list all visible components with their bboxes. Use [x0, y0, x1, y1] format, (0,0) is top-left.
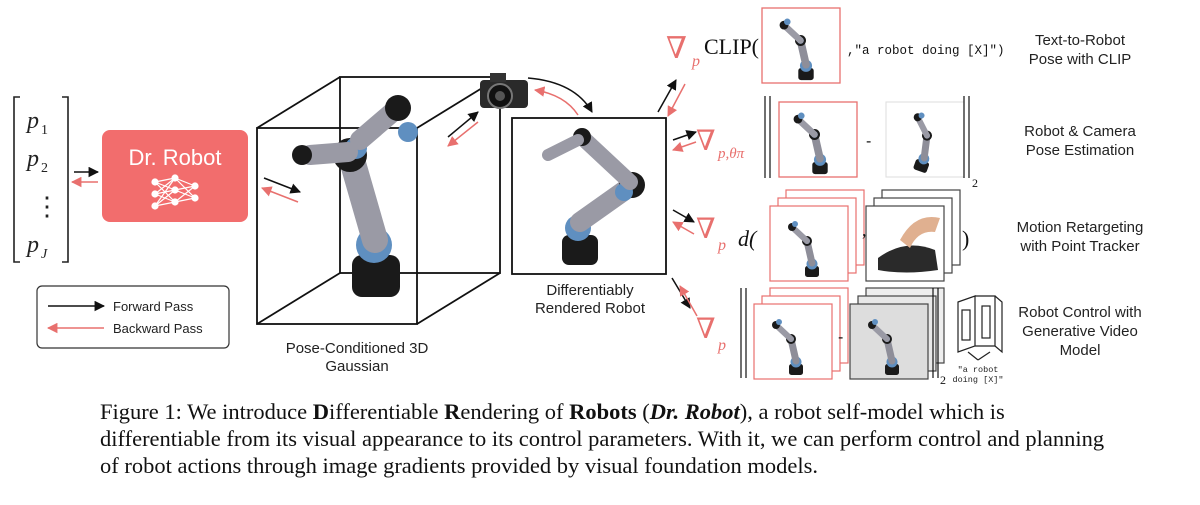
- gaussian-label: Pose-Conditioned 3D Gaussian: [262, 340, 452, 376]
- dr-robot-box: Dr. Robot: [102, 130, 248, 222]
- gradient-subscript: p: [691, 53, 700, 70]
- param-p2: p: [25, 146, 39, 172]
- clip-text-prompt: ,"a robot doing [X]"): [847, 44, 1005, 58]
- caption-bold-italic-drrobot: Dr. Robot: [649, 399, 740, 424]
- caption-bold-robots: Robots: [569, 399, 637, 424]
- row4-title-line2: Generative Video: [1022, 323, 1138, 340]
- forward-arrow-cube: [263, 177, 301, 194]
- caption-text-2: ifferentiable: [328, 399, 445, 424]
- rendered-robot-label: Differentiably Rendered Robot: [500, 282, 680, 318]
- video-prompt-line1: "a robot: [958, 365, 999, 375]
- backward-arrow-camera: [447, 121, 479, 147]
- dr-robot-label: Dr. Robot: [129, 145, 222, 170]
- param-p1-subscript: 1: [41, 123, 48, 138]
- backward-arrow-render: [533, 86, 579, 116]
- param-pJ: p: [25, 232, 39, 258]
- row3-title-line2: with Point Tracker: [1019, 238, 1139, 255]
- parameter-vector: p 1 p 2 ⋮ p J: [13, 96, 69, 263]
- camera-icon: [480, 73, 528, 109]
- gradient-subscript: p,θπ: [717, 146, 745, 162]
- legend: Forward Pass Backward Pass: [36, 285, 230, 349]
- gaussian-cube: [256, 76, 501, 325]
- param-p2-subscript: 2: [41, 161, 48, 176]
- robot-arm-3d: [292, 95, 418, 297]
- row-motion-retargeting: ∇ p d( , ) Motion Retargeting with Point…: [696, 189, 1144, 282]
- row1-title-line2: Pose with CLIP: [1029, 51, 1132, 68]
- backward-arrow-row2: [672, 141, 697, 152]
- clip-function: CLIP(: [704, 34, 759, 59]
- comma: ,: [862, 220, 867, 240]
- gradient-subscript: p: [717, 337, 726, 354]
- minus-sign: -: [838, 329, 843, 346]
- figure-caption: Figure 1: We introduce Differentiable Re…: [100, 398, 1110, 479]
- param-p1: p: [25, 108, 39, 134]
- backward-arrow-row3: [672, 221, 695, 235]
- video-model-icon: [957, 295, 1003, 361]
- backward-arrow-cube: [261, 186, 299, 203]
- rendered-robot-box: [511, 117, 667, 275]
- nabla-symbol: ∇: [666, 32, 687, 65]
- backward-arrow-row1: [667, 83, 686, 117]
- row2-title-line1: Robot & Camera: [1024, 123, 1136, 140]
- caption-bold-r: R: [444, 399, 461, 424]
- row2-title-line2: Pose Estimation: [1026, 142, 1134, 159]
- row4-title-line3: Model: [1060, 342, 1101, 359]
- caption-text-4: (: [636, 399, 650, 424]
- gaussian-label-line1: Pose-Conditioned 3D: [285, 340, 429, 357]
- param-pJ-subscript: J: [41, 247, 48, 262]
- legend-backward-label: Backward Pass: [113, 321, 203, 336]
- nabla-symbol: ∇: [696, 314, 716, 345]
- row1-title-line1: Text-to-Robot: [1035, 32, 1126, 49]
- row3-title-line1: Motion Retargeting: [1017, 219, 1144, 236]
- nabla-symbol: ∇: [696, 214, 716, 245]
- row-pose-estimation: ∇ p,θπ - 2 Robot & Camera Pose Estimatio…: [696, 96, 1137, 190]
- minus-sign: -: [866, 133, 871, 150]
- forward-arrow-row3: [672, 209, 695, 223]
- norm-subscript: 2: [972, 176, 978, 190]
- param-dots: ⋮: [34, 192, 60, 221]
- caption-text-5: ), a robot self-model which is different…: [100, 399, 1105, 478]
- row-text-to-robot: ∇ p CLIP( ,"a robot doing [X]") Text-to-…: [666, 7, 1132, 83]
- caption-bold-d: D: [312, 399, 329, 424]
- caption-text-1: Figure 1: We introduce: [100, 399, 313, 424]
- gradient-subscript: p: [717, 237, 726, 254]
- forward-arrow-row2: [672, 130, 697, 141]
- forward-arrow-row1: [657, 79, 677, 113]
- neural-network-icon: [151, 174, 199, 210]
- backward-arrow-row4: [679, 285, 698, 317]
- gaussian-label-line2: Gaussian: [325, 358, 389, 375]
- row4-title-line1: Robot Control with: [1018, 304, 1141, 321]
- nabla-symbol: ∇: [696, 126, 716, 157]
- forward-arrow-camera: [447, 111, 479, 138]
- forward-arrow-render: [527, 77, 593, 113]
- caption-text-3: endering of: [460, 399, 570, 424]
- legend-forward-label: Forward Pass: [113, 299, 194, 314]
- video-prompt-line2: doing [X]": [952, 375, 1003, 385]
- close-paren: ): [962, 226, 969, 251]
- rendered-label-line1: Differentiably: [546, 282, 634, 299]
- norm-subscript: 2: [940, 373, 946, 387]
- row-robot-control: ∇ p - 2 "a robot doing [X]" Robot Contro…: [696, 287, 1142, 387]
- distance-function: d(: [738, 226, 758, 251]
- rendered-label-line2: Rendered Robot: [534, 300, 646, 317]
